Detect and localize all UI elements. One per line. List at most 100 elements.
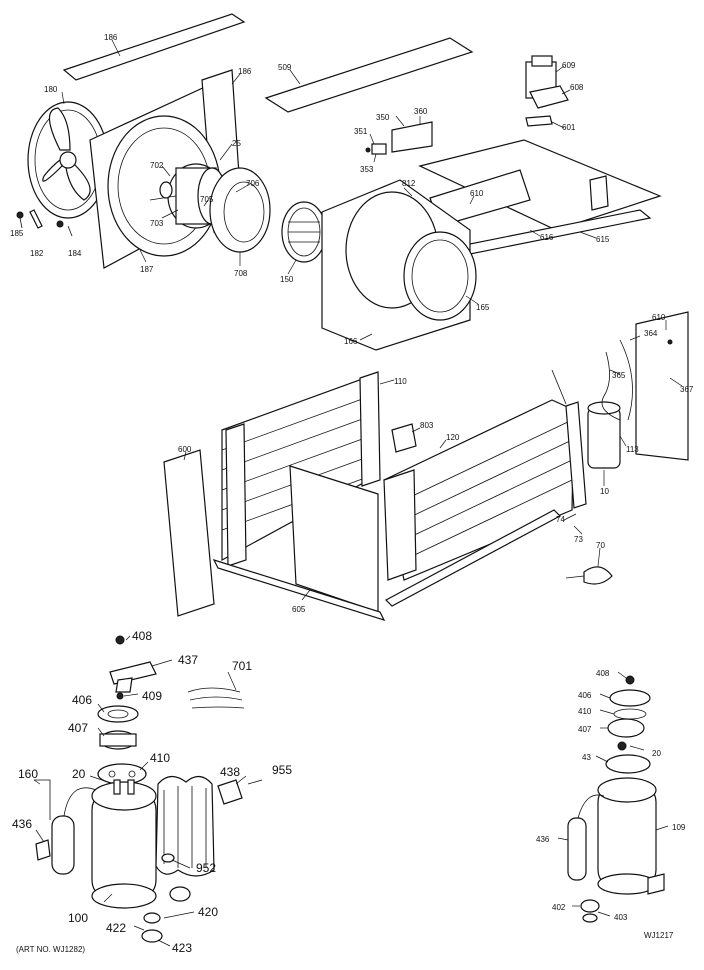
washers-420 xyxy=(141,912,163,943)
label-73: 73 xyxy=(574,535,583,544)
fan-blade xyxy=(27,101,109,219)
label-150: 150 xyxy=(280,275,294,284)
bracket-74 xyxy=(551,369,587,509)
label-420: 420 xyxy=(198,905,218,919)
label-706: 706 xyxy=(246,179,260,188)
wire-bundle-701 xyxy=(187,687,245,709)
label-407-right: 407 xyxy=(578,725,592,734)
label-708: 708 xyxy=(234,269,248,278)
label-410-right: 410 xyxy=(578,707,592,716)
terminal-box-438 xyxy=(217,779,263,805)
label-43: 43 xyxy=(582,753,591,762)
bottom-left-leaders xyxy=(33,635,247,947)
label-70: 70 xyxy=(596,541,605,550)
art-number-left: (ART NO. WJ1282) xyxy=(16,945,85,954)
label-109: 109 xyxy=(672,823,686,832)
control-bracket xyxy=(365,121,433,155)
label-437: 437 xyxy=(178,653,198,667)
blower-housing xyxy=(321,179,477,351)
accumulator-436-left xyxy=(34,779,97,875)
label-952: 952 xyxy=(196,861,216,875)
label-705: 705 xyxy=(200,195,214,204)
clip-601 xyxy=(525,115,553,127)
label-353: 353 xyxy=(360,165,374,174)
label-609: 609 xyxy=(562,61,576,70)
label-407-left: 407 xyxy=(68,721,88,735)
label-165: 165 xyxy=(476,303,490,312)
compressor-100 xyxy=(91,779,157,909)
fan-hardware xyxy=(16,209,73,237)
label-703: 703 xyxy=(150,219,164,228)
label-350: 350 xyxy=(376,113,390,122)
middle-leaders xyxy=(183,320,683,601)
label-180: 180 xyxy=(44,85,58,94)
bracket-608 xyxy=(529,85,569,109)
label-410-left: 410 xyxy=(150,751,170,765)
label-600: 600 xyxy=(178,445,192,454)
label-423: 423 xyxy=(172,941,192,955)
insulation-blanket xyxy=(155,775,215,877)
label-160: 160 xyxy=(18,767,38,781)
label-955: 955 xyxy=(272,763,292,777)
top-panel xyxy=(264,37,474,113)
label-408-left: 408 xyxy=(132,629,152,643)
label-509: 509 xyxy=(278,63,292,72)
label-702: 702 xyxy=(150,161,164,170)
label-110: 110 xyxy=(394,377,407,386)
part-labels: 186 186 180 25 702 705 703 706 708 185 1… xyxy=(10,33,694,955)
label-616: 616 xyxy=(540,233,554,242)
motor-mount-plate xyxy=(209,167,271,253)
base-pan xyxy=(418,139,662,259)
label-186-right: 186 xyxy=(238,67,252,76)
side-panel-600 xyxy=(163,449,215,617)
condenser-coil xyxy=(221,371,381,567)
label-351: 351 xyxy=(354,127,368,136)
label-120: 120 xyxy=(446,433,460,442)
grommet-402 xyxy=(580,899,600,923)
label-610-right: 610 xyxy=(652,313,666,322)
label-185: 185 xyxy=(10,229,24,238)
label-409: 409 xyxy=(142,689,162,703)
label-608: 608 xyxy=(570,83,584,92)
label-166: 166 xyxy=(344,337,358,346)
wiring-harness xyxy=(601,339,633,421)
label-436-right: 436 xyxy=(536,835,550,844)
label-100: 100 xyxy=(68,911,88,925)
label-812: 812 xyxy=(402,179,416,188)
label-406-right: 406 xyxy=(578,691,592,700)
blower-wheel xyxy=(281,201,327,263)
mount-parts-right xyxy=(605,675,651,774)
label-20-right: 20 xyxy=(652,749,661,758)
label-438: 438 xyxy=(220,765,240,779)
label-187: 187 xyxy=(140,265,154,274)
label-403: 403 xyxy=(614,913,628,922)
label-615: 615 xyxy=(596,235,610,244)
label-601: 601 xyxy=(562,123,576,132)
label-701: 701 xyxy=(232,659,252,673)
label-406-left: 406 xyxy=(72,693,92,707)
label-422: 422 xyxy=(106,921,126,935)
label-364: 364 xyxy=(644,329,658,338)
mount-parts-left xyxy=(97,635,157,785)
label-184: 184 xyxy=(68,249,82,258)
base-rail xyxy=(212,509,561,621)
label-402: 402 xyxy=(552,903,566,912)
label-182: 182 xyxy=(30,249,44,258)
label-365: 365 xyxy=(612,371,626,380)
top-left-leaders xyxy=(61,39,251,266)
label-605: 605 xyxy=(292,605,306,614)
label-25: 25 xyxy=(232,139,241,148)
compressor-109 xyxy=(597,777,665,895)
top-cover-panel xyxy=(62,13,246,81)
label-367: 367 xyxy=(680,385,694,394)
capacitor-10 xyxy=(587,401,621,469)
top-right-leaders xyxy=(287,65,597,341)
label-803: 803 xyxy=(420,421,434,430)
art-number-right: WJ1217 xyxy=(644,931,674,940)
label-408-right: 408 xyxy=(596,669,610,678)
label-10: 10 xyxy=(600,487,609,496)
label-610-top: 610 xyxy=(470,189,484,198)
label-186-top: 186 xyxy=(104,33,118,42)
label-436-left: 436 xyxy=(12,817,32,831)
